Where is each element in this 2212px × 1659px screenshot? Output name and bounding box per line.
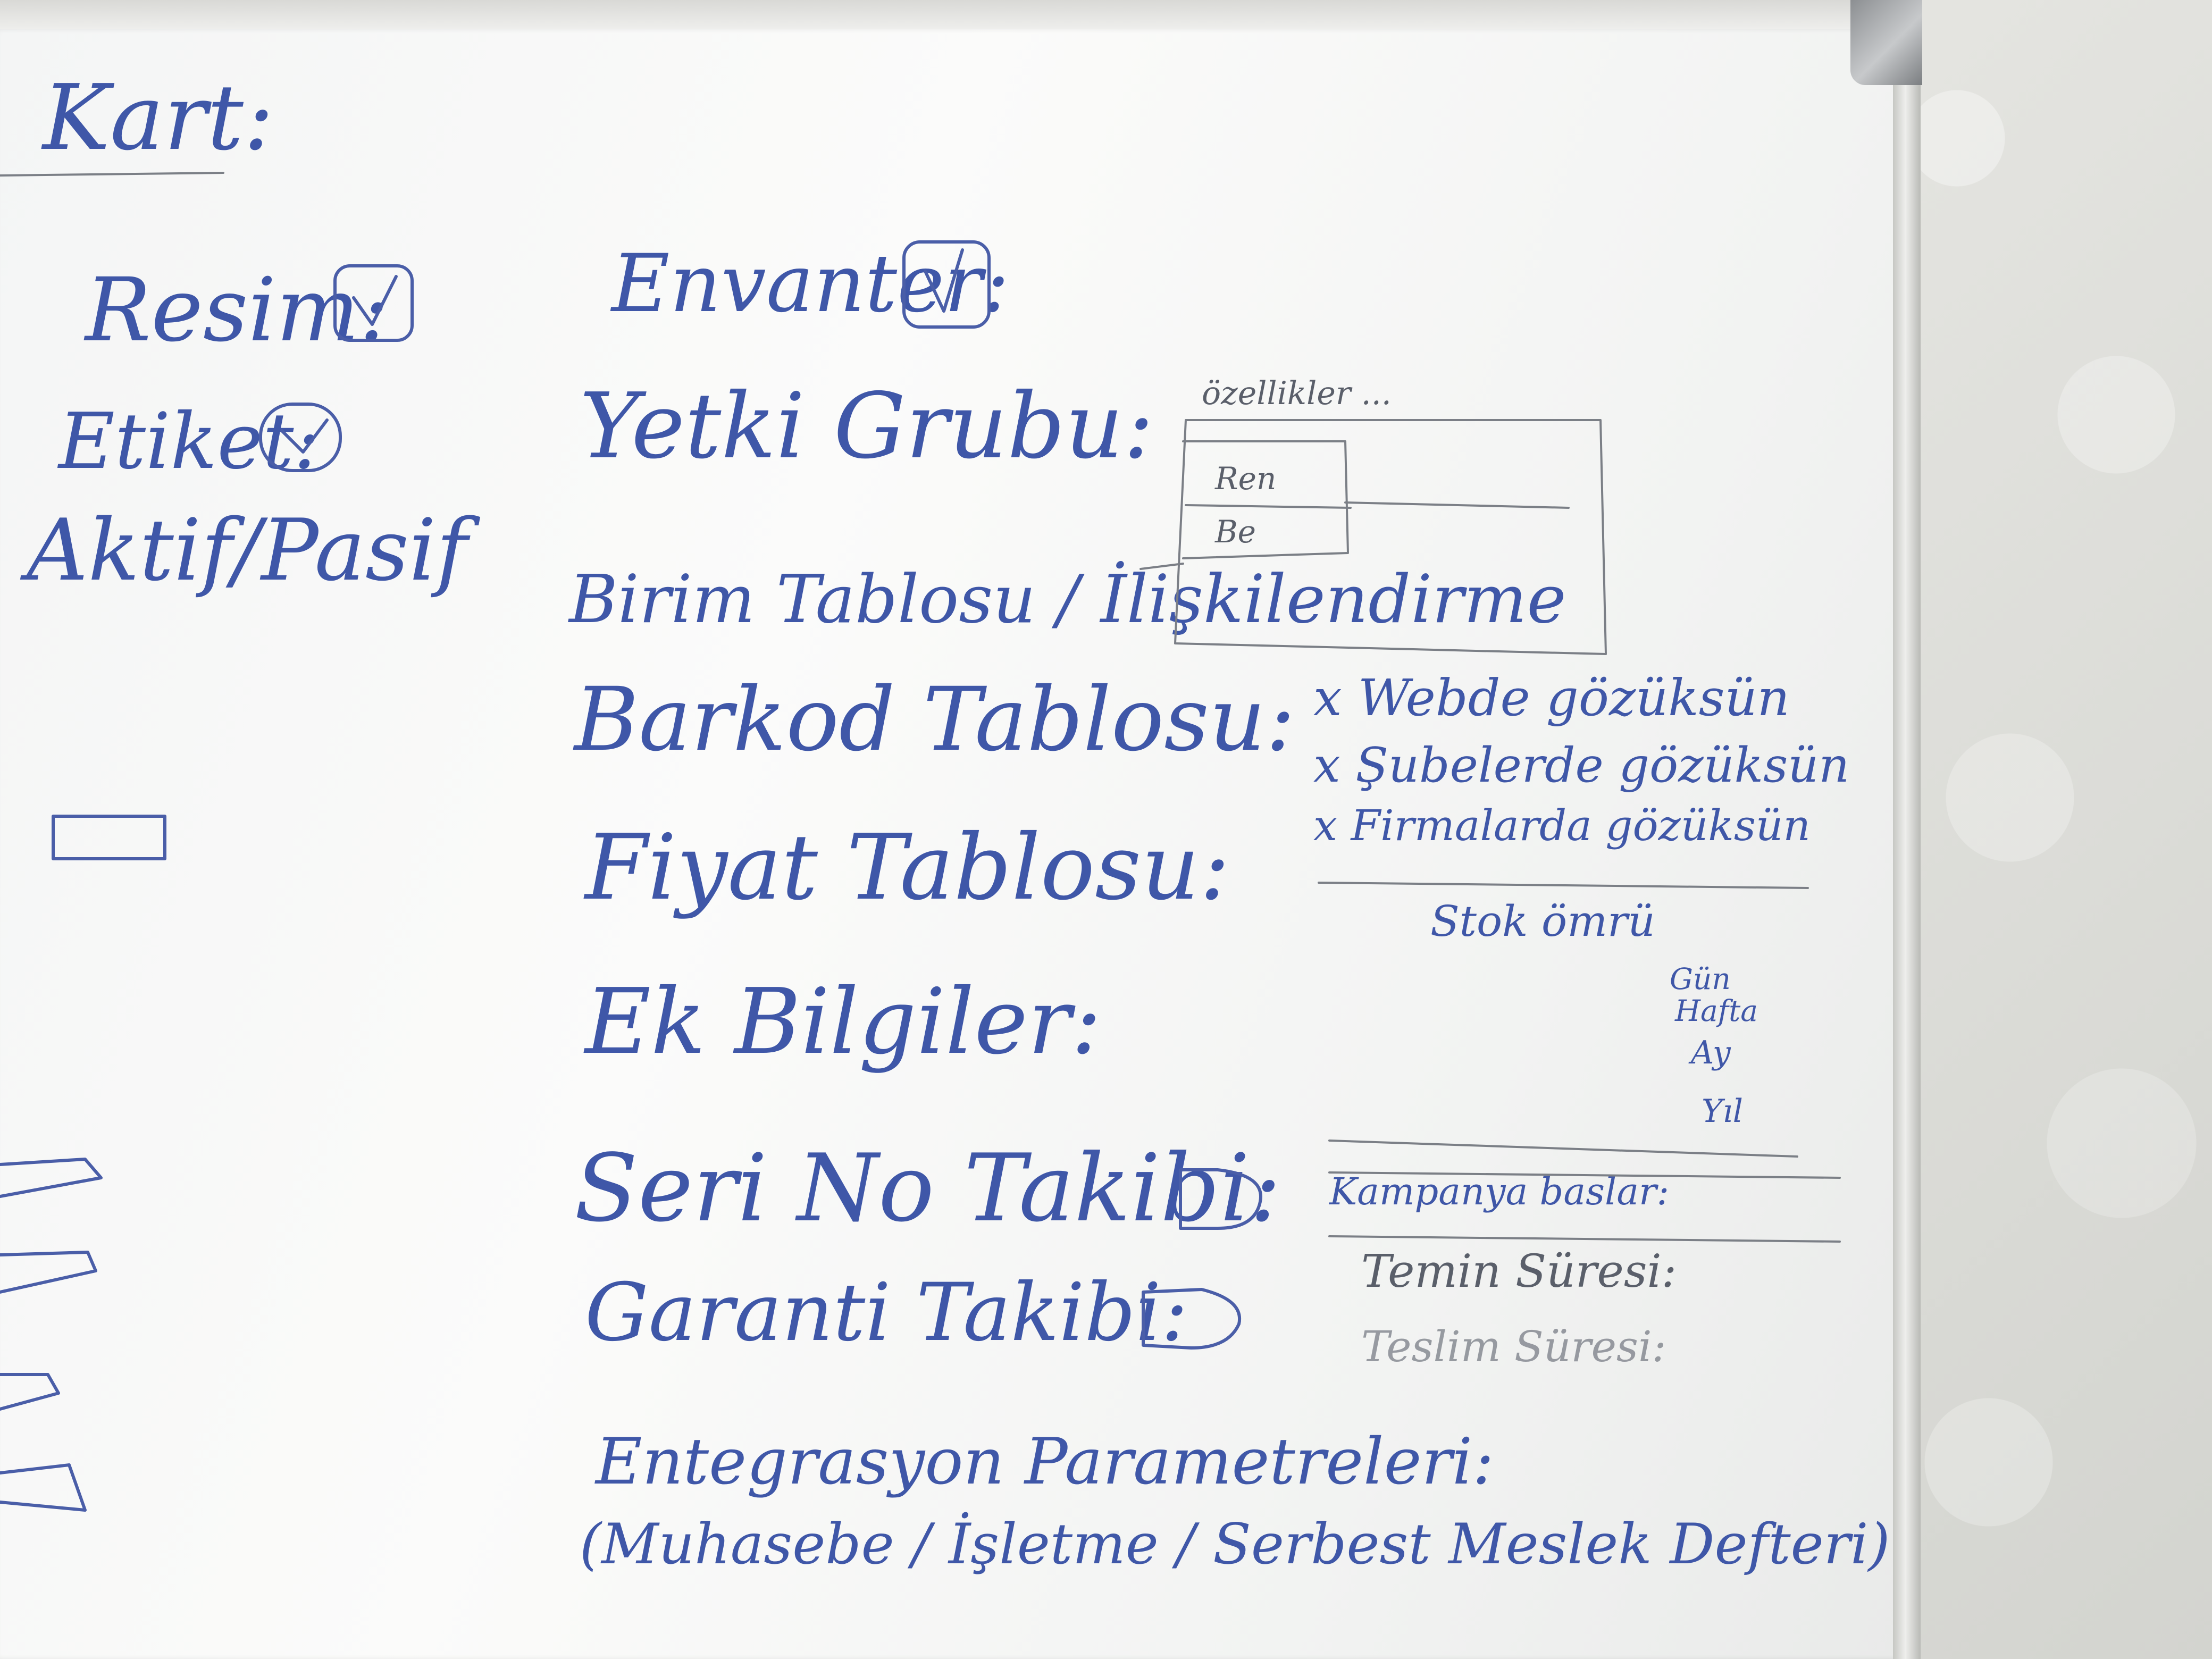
garanti-checkbox: [1142, 1288, 1242, 1350]
ozellikler-table-outline: [1174, 419, 1607, 655]
board-frame-right: [1893, 72, 1921, 1659]
label-entegrasyon-detay: (Muhasebe / İşletme / Serbest Meslek Def…: [580, 1512, 1890, 1577]
stok-divider: [1328, 1139, 1798, 1158]
wallpaper: [1893, 0, 2212, 1659]
resim-checkmark-icon: [352, 275, 398, 326]
label-resim: Resim:: [83, 259, 389, 361]
ozellikler-col-line: [1344, 501, 1570, 509]
ozellikler-row-box: [1182, 440, 1349, 559]
options-divider: [1318, 882, 1809, 889]
note-teslim-suresi: Teslim Süresi:: [1361, 1322, 1666, 1371]
stok-omru-heading: Stok ömrü: [1430, 896, 1655, 946]
left-arrow-1: [0, 1158, 103, 1198]
title-underline: [0, 172, 224, 177]
stok-unit-hafta: Hafta: [1674, 994, 1758, 1028]
stok-unit-yil: Yıl: [1702, 1093, 1743, 1130]
label-aktif-pasif: Aktif/Pasif: [20, 500, 480, 600]
label-yetki-grubu: Yetki Grubu:: [580, 374, 1154, 479]
option-webde: x Webde gözüksün: [1313, 669, 1790, 727]
option-subelerde: x Şubelerde gözüksün: [1313, 738, 1849, 793]
envanter-checkbox: [902, 240, 991, 329]
stok-unit-ay: Ay: [1688, 1034, 1731, 1071]
kampanya-line-top: [1328, 1171, 1841, 1179]
etiket-checkbox: [259, 403, 342, 472]
title-kart: Kart:: [41, 65, 274, 171]
label-entegrasyon: Entegrasyon Parametreleri:: [594, 1425, 1494, 1499]
etiket-checkmark-icon: [280, 418, 329, 454]
ozellikler-pointer: [1139, 563, 1184, 570]
stok-unit-gun: Gün: [1670, 962, 1731, 996]
option-firmalarda: x Firmalarda gözüksün: [1313, 801, 1811, 850]
label-seri-no-takibi: Seri No Takibi:: [574, 1135, 1281, 1243]
kampanya-line-bottom: [1328, 1235, 1841, 1243]
resim-checkbox: [333, 264, 414, 342]
envanter-checkmark-icon: [924, 248, 964, 313]
label-envanter: Envanter:: [610, 238, 1009, 330]
note-kampanya: Kampanya baslar:: [1328, 1170, 1669, 1213]
board-corner-cap: [1850, 0, 1922, 85]
left-arrow-2: [0, 1251, 97, 1294]
ozellikler-row-divider: [1185, 504, 1352, 509]
ozellikler-row-1: Ren: [1214, 460, 1276, 497]
board-frame-top: [0, 0, 1872, 32]
label-garanti-takibi: Garanti Takibi:: [585, 1267, 1188, 1359]
ozellikler-row-2: Be: [1214, 514, 1256, 550]
label-birim-tablosu: Birim Tablosu / İlişkilendirme: [568, 560, 1566, 638]
left-arrow-4: [0, 1463, 87, 1512]
note-temin-suresi: Temin Süresi:: [1361, 1245, 1677, 1298]
seri-no-checkbox: [1179, 1168, 1262, 1230]
ozellikler-heading: özellikler ...: [1202, 375, 1392, 412]
label-fiyat-tablosu: Fiyat Tablosu:: [583, 815, 1230, 920]
label-barkod-tablosu: Barkod Tablosu:: [573, 668, 1295, 770]
left-sketch-box: [52, 815, 166, 860]
label-etiket: Etiket:: [57, 397, 320, 487]
whiteboard-surface: [0, 29, 1903, 1659]
label-ek-bilgiler: Ek Bilgiler:: [583, 969, 1102, 1075]
left-arrow-3: [0, 1373, 60, 1411]
